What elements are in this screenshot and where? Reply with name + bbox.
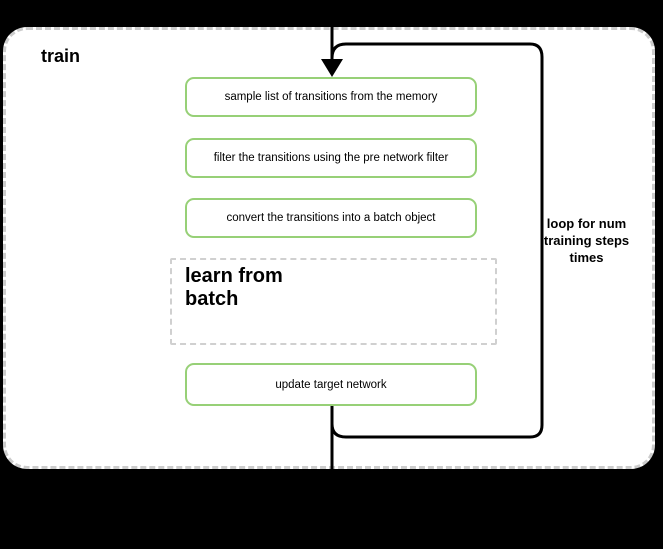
subprocess-learn-from-batch: learn from batch (170, 258, 497, 345)
step-label: convert the transitions into a batch obj… (226, 212, 436, 224)
step-filter-transitions: filter the transitions using the pre net… (185, 138, 477, 178)
step-update-target-network: update target network (185, 363, 477, 406)
step-convert-to-batch: convert the transitions into a batch obj… (185, 198, 477, 238)
container-title: train (41, 46, 81, 66)
step-sample-transitions: sample list of transitions from the memo… (185, 77, 477, 117)
loop-back-path (330, 42, 544, 439)
step-label: filter the transitions using the pre net… (213, 152, 449, 164)
arrow-down-icon (321, 59, 343, 77)
subprocess-label: learn from batch (185, 265, 283, 310)
loop-annotation: loop for num training steps times (543, 216, 630, 265)
step-label: update target network (275, 378, 387, 391)
step-label: sample list of transitions from the memo… (224, 91, 438, 103)
